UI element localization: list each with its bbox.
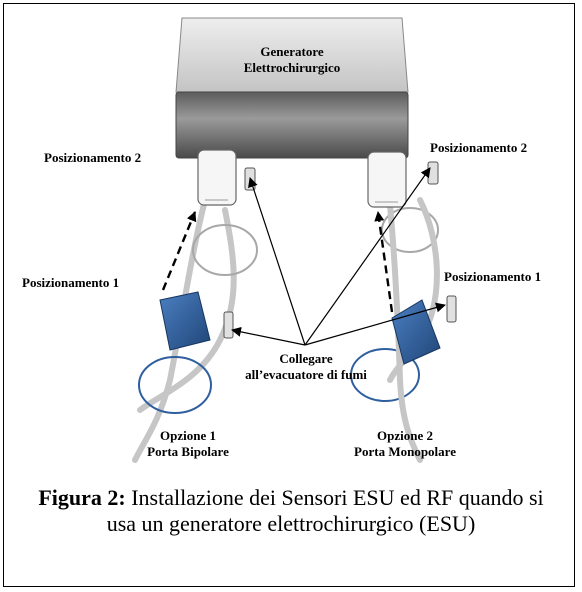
connect-arrows [231, 167, 446, 346]
generator-label-line1: Generatore [260, 44, 324, 59]
caption-number: Figura 2: [38, 485, 126, 510]
left-esu-sensor [197, 149, 237, 206]
connect-label: Collegare all’evacuatore di fumi [218, 351, 394, 383]
option1-title: Opzione 1 [160, 428, 216, 443]
option1-port: Porta Bipolare [147, 444, 229, 459]
generator-label-line2: Elettrochirurgico [243, 60, 341, 75]
right-position2-label: Posizionamento 2 [430, 140, 528, 155]
connect-label-line2: all’evacuatore di fumi [245, 367, 367, 382]
left-cables [132, 197, 237, 463]
option1-label: Opzione 1 Porta Bipolare [128, 428, 248, 460]
figure-caption: Figura 2: Installazione dei Sensori ESU … [30, 485, 552, 537]
placement-arrows [161, 211, 394, 313]
left-rf-sensor [159, 291, 211, 351]
right-position1-label: Posizionamento 1 [444, 269, 542, 284]
option2-port: Porta Monopolare [354, 444, 456, 459]
option2-label: Opzione 2 Porta Monopolare [340, 428, 470, 460]
left-position1-label: Posizionamento 1 [22, 275, 120, 290]
right-rf-sensor [391, 299, 441, 365]
generator-label: Generatore Elettrochirurgico [236, 44, 348, 76]
connect-label-line1: Collegare [279, 351, 333, 366]
right-esu-sensor [367, 151, 407, 208]
generator-unit [175, 17, 409, 159]
left-position2-label: Posizionamento 2 [44, 150, 142, 165]
caption-text: Installazione dei Sensori ESU ed RF quan… [106, 485, 544, 536]
option2-title: Opzione 2 [377, 428, 433, 443]
